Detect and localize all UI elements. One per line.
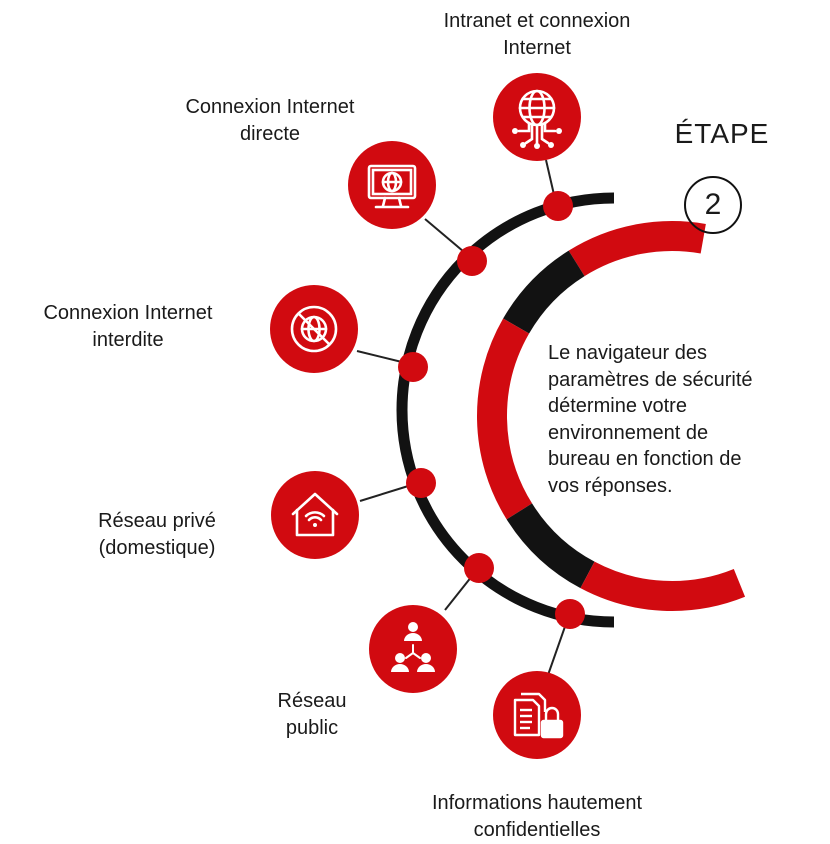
label-private-line1: Réseau privé (98, 510, 216, 532)
node-direct-circle (348, 141, 436, 229)
connector-public (444, 575, 473, 611)
label-intranet-line2: Internet (503, 37, 571, 59)
node-private-circle (271, 471, 359, 559)
ring-segment-bottom-red (580, 561, 746, 611)
label-confidential-line1: Informations hautement (431, 792, 643, 814)
arc-dot-direct (457, 246, 487, 276)
people-network-icon (391, 622, 435, 672)
description-line: Le navigateur des (548, 342, 708, 364)
globe-network-icon (512, 89, 562, 149)
no-internet-icon (290, 305, 338, 353)
label-private: Réseau privé (domestique) (52, 508, 262, 562)
home-wifi-icon (291, 492, 339, 537)
arc-dot-confidential (555, 599, 585, 629)
arc-dot-intranet (543, 191, 573, 221)
locked-documents-icon (513, 692, 564, 739)
ring-segment-upper-black (503, 250, 585, 334)
label-public: Réseau public (262, 688, 362, 742)
description-line: environnement de (548, 421, 709, 444)
step-title: ÉTAPE (674, 118, 770, 149)
main-arc (396, 192, 615, 628)
node-intranet (493, 73, 581, 161)
label-confidential-line2: confidentielles (473, 819, 601, 841)
node-confidential (493, 671, 581, 759)
label-forbidden-line1: Connexion Internet (43, 302, 213, 324)
description-line: paramètres de sécurité (548, 368, 753, 391)
label-intranet: Intranet et connexion Internet (392, 8, 682, 62)
ring-segment-middle-red (477, 318, 533, 520)
node-public (369, 605, 457, 693)
description-line: vos réponses. (548, 474, 673, 497)
arc-dot-forbidden (398, 352, 428, 382)
node-private (271, 471, 359, 559)
description-text: Le navigateur des paramètres de sécurité… (548, 340, 818, 499)
label-public-line1: Réseau (277, 690, 347, 712)
ring-segment-top-red (568, 221, 706, 277)
description-line: bureau en fonction de (548, 448, 742, 470)
connector-lines (356, 159, 569, 676)
label-private-line2: (domestique) (98, 537, 216, 559)
label-public-line2: public (285, 717, 339, 739)
node-direct (348, 141, 436, 229)
label-direct-line2: directe (239, 123, 301, 145)
arc-dot-public (464, 553, 494, 583)
description-line: détermine votre (548, 395, 687, 417)
arc-dot-private (406, 468, 436, 498)
label-confidential: Informations hautement confidentielles (380, 790, 694, 844)
label-forbidden: Connexion Internet interdite (0, 300, 256, 354)
label-direct-line1: Connexion Internet (185, 96, 355, 118)
monitor-globe-icon (367, 164, 417, 209)
step-number-badge: 2 (684, 176, 742, 234)
ring-segment-lower-black (506, 503, 595, 589)
label-direct: Connexion Internet directe (140, 94, 400, 148)
node-forbidden (270, 285, 358, 373)
label-forbidden-line2: interdite (92, 329, 164, 351)
label-intranet-line1: Intranet et connexion (443, 10, 631, 32)
arc-dots (398, 191, 585, 629)
